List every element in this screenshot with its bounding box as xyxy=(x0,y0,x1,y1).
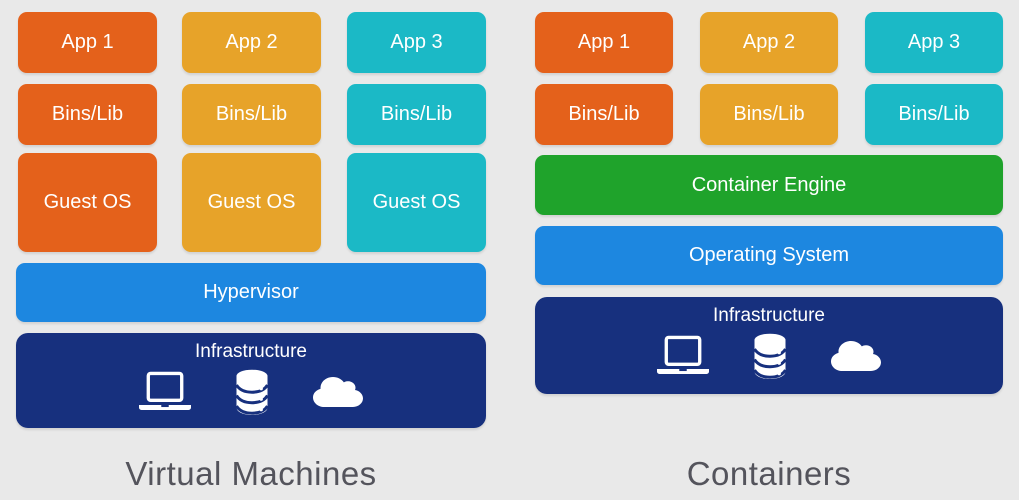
vm-app1-box: App 1 xyxy=(18,12,157,73)
ct-app2-label: App 2 xyxy=(742,31,796,53)
vm-guestos2-box: Guest OS xyxy=(182,153,321,252)
ct-app2-box: App 2 xyxy=(700,12,838,73)
laptop-icon xyxy=(139,371,191,413)
vm-app2-box: App 2 xyxy=(182,12,321,73)
containers-panel: App 1 App 2 App 3 Bins/Lib Bins/Lib Bins… xyxy=(535,0,1003,500)
container-engine-bar: Container Engine xyxy=(535,155,1003,215)
ct-infrastructure-label: Infrastructure xyxy=(713,305,825,326)
ct-app1-box: App 1 xyxy=(535,12,673,73)
vm-bins1-box: Bins/Lib xyxy=(18,84,157,145)
vm-caption-text: Virtual Machines xyxy=(125,455,377,492)
laptop-icon xyxy=(657,335,709,377)
vm-bins3-label: Bins/Lib xyxy=(380,103,453,125)
vm-infrastructure-icons xyxy=(16,369,486,415)
virtual-machines-panel: App 1 App 2 App 3 Bins/Lib Bins/Lib Bins… xyxy=(16,0,486,500)
ct-bins1-box: Bins/Lib xyxy=(535,84,673,145)
ct-app3-box: App 3 xyxy=(865,12,1003,73)
vm-app2-label: App 2 xyxy=(225,31,278,53)
vm-bins3-box: Bins/Lib xyxy=(347,84,486,145)
vm-infrastructure-bar: Infrastructure xyxy=(16,333,486,428)
ct-infrastructure-bar: Infrastructure xyxy=(535,297,1003,394)
ct-infrastructure-icons xyxy=(535,333,1003,379)
vm-bins1-label: Bins/Lib xyxy=(51,103,124,125)
ct-app3-label: App 3 xyxy=(907,31,961,53)
vm-guestos1-box: Guest OS xyxy=(18,153,157,252)
cloud-icon xyxy=(831,341,881,371)
ct-bins3-label: Bins/Lib xyxy=(898,103,970,125)
ct-app1-label: App 1 xyxy=(577,31,631,53)
vm-guestos2-label: Guest OS xyxy=(207,191,296,213)
vm-guestos1-label: Guest OS xyxy=(43,191,132,213)
database-icon xyxy=(235,369,269,415)
vm-guestos3-label: Guest OS xyxy=(372,191,461,213)
ct-bins2-box: Bins/Lib xyxy=(700,84,838,145)
vm-bins2-label: Bins/Lib xyxy=(215,103,288,125)
containers-caption-text: Containers xyxy=(686,455,852,492)
vm-app3-label: App 3 xyxy=(390,31,443,53)
container-engine-label: Container Engine xyxy=(691,173,847,196)
vm-guestos3-box: Guest OS xyxy=(347,153,486,252)
vm-app3-box: App 3 xyxy=(347,12,486,73)
database-icon xyxy=(753,333,787,379)
operating-system-label: Operating System xyxy=(688,244,850,266)
containers-caption: Containers xyxy=(535,448,1003,500)
vm-caption: Virtual Machines xyxy=(16,448,486,500)
ct-bins1-label: Bins/Lib xyxy=(568,103,640,125)
cloud-icon xyxy=(313,377,363,407)
ct-bins2-label: Bins/Lib xyxy=(733,103,805,125)
ct-bins3-box: Bins/Lib xyxy=(865,84,1003,145)
vm-bins2-box: Bins/Lib xyxy=(182,84,321,145)
operating-system-bar: Operating System xyxy=(535,226,1003,285)
hypervisor-label: Hypervisor xyxy=(203,281,299,303)
vm-infrastructure-label: Infrastructure xyxy=(195,341,307,362)
vm-app1-label: App 1 xyxy=(61,31,114,53)
hypervisor-bar: Hypervisor xyxy=(16,263,486,322)
